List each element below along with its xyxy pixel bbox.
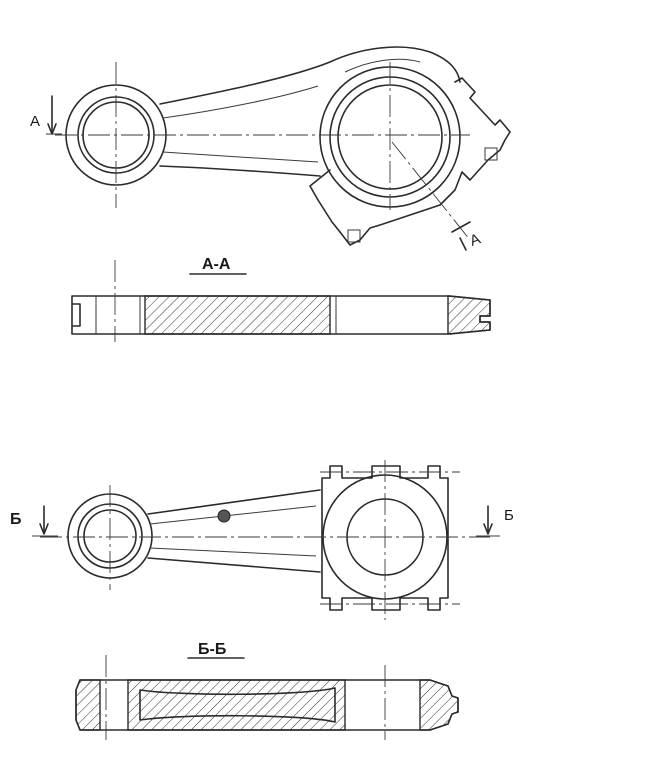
section-bb-web-hatch [127,679,346,731]
section-bb-view: Б-Б [75,641,459,740]
bottom-rod-view: Б Б [10,460,514,620]
top-shank-lower [159,165,321,177]
section-b-label-right: Б [504,507,514,524]
section-a-tick-right [459,237,467,251]
bottom-web-lower [149,547,317,557]
top-bolt-head-1 [484,147,498,161]
section-b-arrowhead-left [39,523,49,535]
top-bolt-head-2 [347,229,361,243]
bottom-web-upper [149,505,317,525]
top-shank-upper [159,46,461,105]
section-aa-web-hatch [144,295,331,335]
section-a-arrow-right [451,221,471,233]
section-aa-small-end-groove [71,303,81,327]
section-a-label-left: А [30,113,40,130]
bottom-oil-hole [217,509,231,523]
top-web-upper [162,85,319,119]
section-bb-cap-hatch [419,679,459,731]
section-aa-title: А-А [202,256,231,273]
section-aa-view: А-А [71,256,491,342]
section-bb-title: Б-Б [198,641,226,658]
bottom-shank-lower [147,557,321,573]
section-a-label-right: А [468,230,483,249]
bottom-shank-upper [147,489,321,515]
top-rod-view: А А [30,46,511,251]
top-cap-axis [391,141,471,241]
section-b-arrowhead-right [483,523,493,535]
bottom-big-end-housing [321,465,449,611]
top-web-lower [162,151,319,163]
section-b-label-left: Б [10,511,22,528]
top-oil-groove [344,58,421,73]
section-bb-web-recess [139,687,336,723]
section-bb-small-end-hatch [75,679,101,731]
section-aa-cap-hatch [447,295,491,335]
top-big-end-cap [309,77,511,246]
